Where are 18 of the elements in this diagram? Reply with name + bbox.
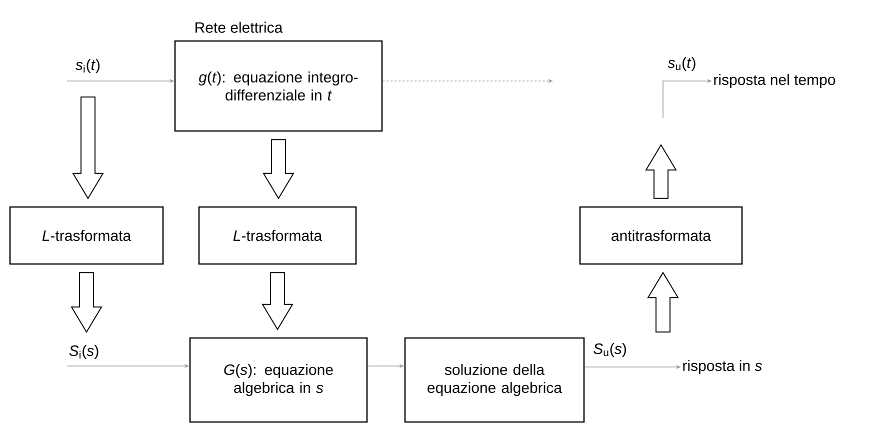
- block-arrow: [70, 272, 102, 333]
- process-box: L-trasformata: [9, 206, 164, 265]
- process-box: L-trasformata: [198, 206, 357, 265]
- output-label: risposta in s: [683, 360, 762, 374]
- block-arrow: [262, 139, 294, 200]
- edge-label: s$_{i}$(t): [74, 58, 102, 74]
- box-heading: Rete elettrica: [196, 22, 283, 33]
- output-label: risposta nel tempo: [714, 74, 836, 88]
- block-arrow: [647, 272, 679, 332]
- edge-label: s$_{u}$(t): [666, 56, 698, 72]
- edge-label: S$_{u}$(s): [592, 342, 628, 358]
- block-arrow: [72, 96, 104, 200]
- process-box: G(s): equazione algebrica in s: [189, 337, 368, 423]
- block-arrow: [262, 272, 294, 330]
- block-arrow: [645, 144, 677, 199]
- process-box: antitrasformata: [579, 206, 743, 265]
- edge-label: S$_{i}$(s): [68, 344, 100, 360]
- process-box: soluzione della equazione algebrica: [404, 337, 585, 423]
